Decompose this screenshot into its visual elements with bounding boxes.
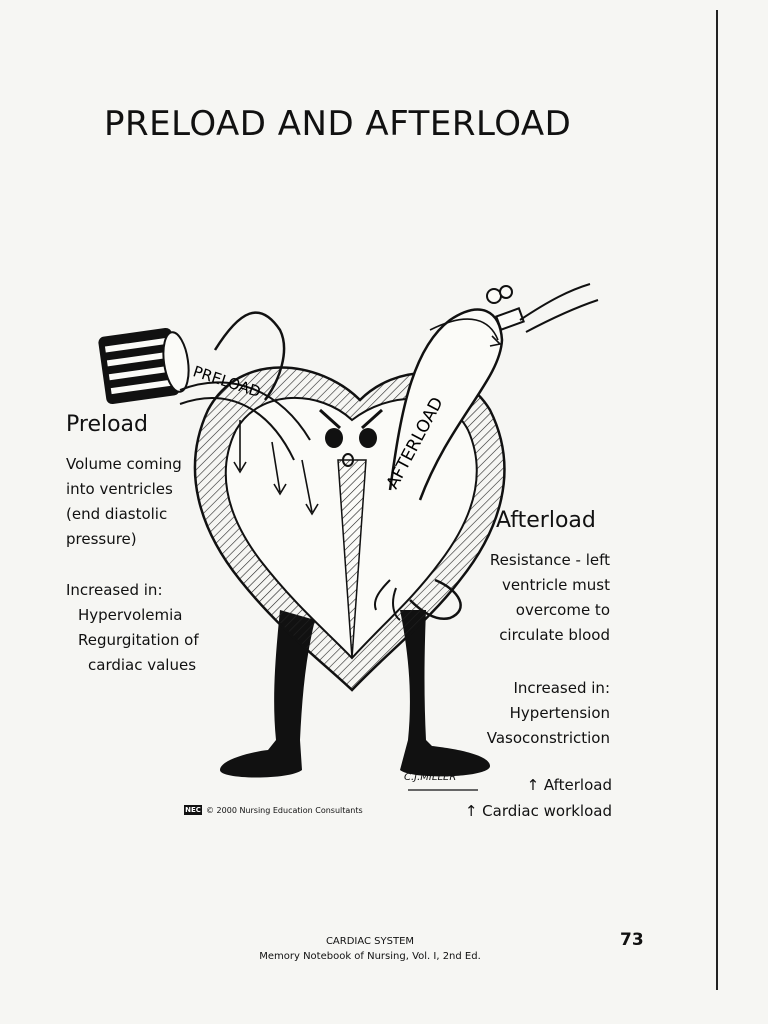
artist-signature: C.J.MILLER xyxy=(404,772,457,783)
preload-desc-line: (end diastolic xyxy=(66,505,168,523)
afterload-effect-item: ↑ Afterload xyxy=(526,776,612,794)
afterload-increased-item: Hypertension xyxy=(509,704,610,722)
afterload-increased-heading: Increased in: xyxy=(513,679,611,697)
afterload-increased-list: Increased in: Hypertension Vasoconstrict… xyxy=(440,676,610,751)
preload-desc-line: Volume coming xyxy=(66,455,182,473)
heart-character-illustration: PRELOAD AFTERLOAD xyxy=(98,283,599,791)
preload-increased-heading: Increased in: xyxy=(66,581,163,599)
preload-increased-item: Hypervolemia xyxy=(78,606,183,624)
preload-increased-item: Regurgitation of xyxy=(78,631,199,649)
afterload-desc-line: ventricle must xyxy=(501,576,610,594)
preload-increased-list: Increased in: Hypervolemia Regurgitation… xyxy=(66,578,236,678)
page-title: PRELOAD AND AFTERLOAD xyxy=(104,104,572,144)
faucet-valve-icon xyxy=(486,283,599,333)
page-footer: CARDIAC SYSTEM Memory Notebook of Nursin… xyxy=(200,934,540,964)
heart-arms xyxy=(213,311,462,621)
afterload-desc-line: overcome to xyxy=(515,601,610,619)
afterload-effect-item: ↑ Cardiac workload xyxy=(464,802,612,820)
afterload-heading: Afterload xyxy=(496,508,596,533)
copyright-notice: NEC © 2000 Nursing Education Consultants xyxy=(184,805,363,815)
publisher-logo: NEC xyxy=(184,805,202,815)
afterload-description: Resistance - left ventricle must overcom… xyxy=(460,548,610,648)
preload-desc-line: pressure) xyxy=(66,530,137,548)
footer-section: CARDIAC SYSTEM xyxy=(325,936,415,947)
preload-description: Volume coming into ventricles (end diast… xyxy=(66,452,206,552)
page-edge-rule xyxy=(716,10,718,990)
afterload-effects: ↑ Afterload ↑ Cardiac workload xyxy=(420,772,612,824)
pouring-cup-icon xyxy=(98,327,190,405)
afterload-desc-line: Resistance - left xyxy=(489,551,610,569)
copyright-text: © 2000 Nursing Education Consultants xyxy=(206,805,363,815)
page-number: 73 xyxy=(620,930,644,950)
footer-book-title: Memory Notebook of Nursing, Vol. I, 2nd … xyxy=(259,951,481,962)
afterload-increased-item: Vasoconstriction xyxy=(486,729,610,747)
afterload-desc-line: circulate blood xyxy=(499,626,610,644)
preload-increased-item: cardiac values xyxy=(88,656,197,674)
preload-desc-line: into ventricles xyxy=(66,480,173,498)
heart-legs xyxy=(220,610,490,778)
preload-heading: Preload xyxy=(66,412,148,437)
